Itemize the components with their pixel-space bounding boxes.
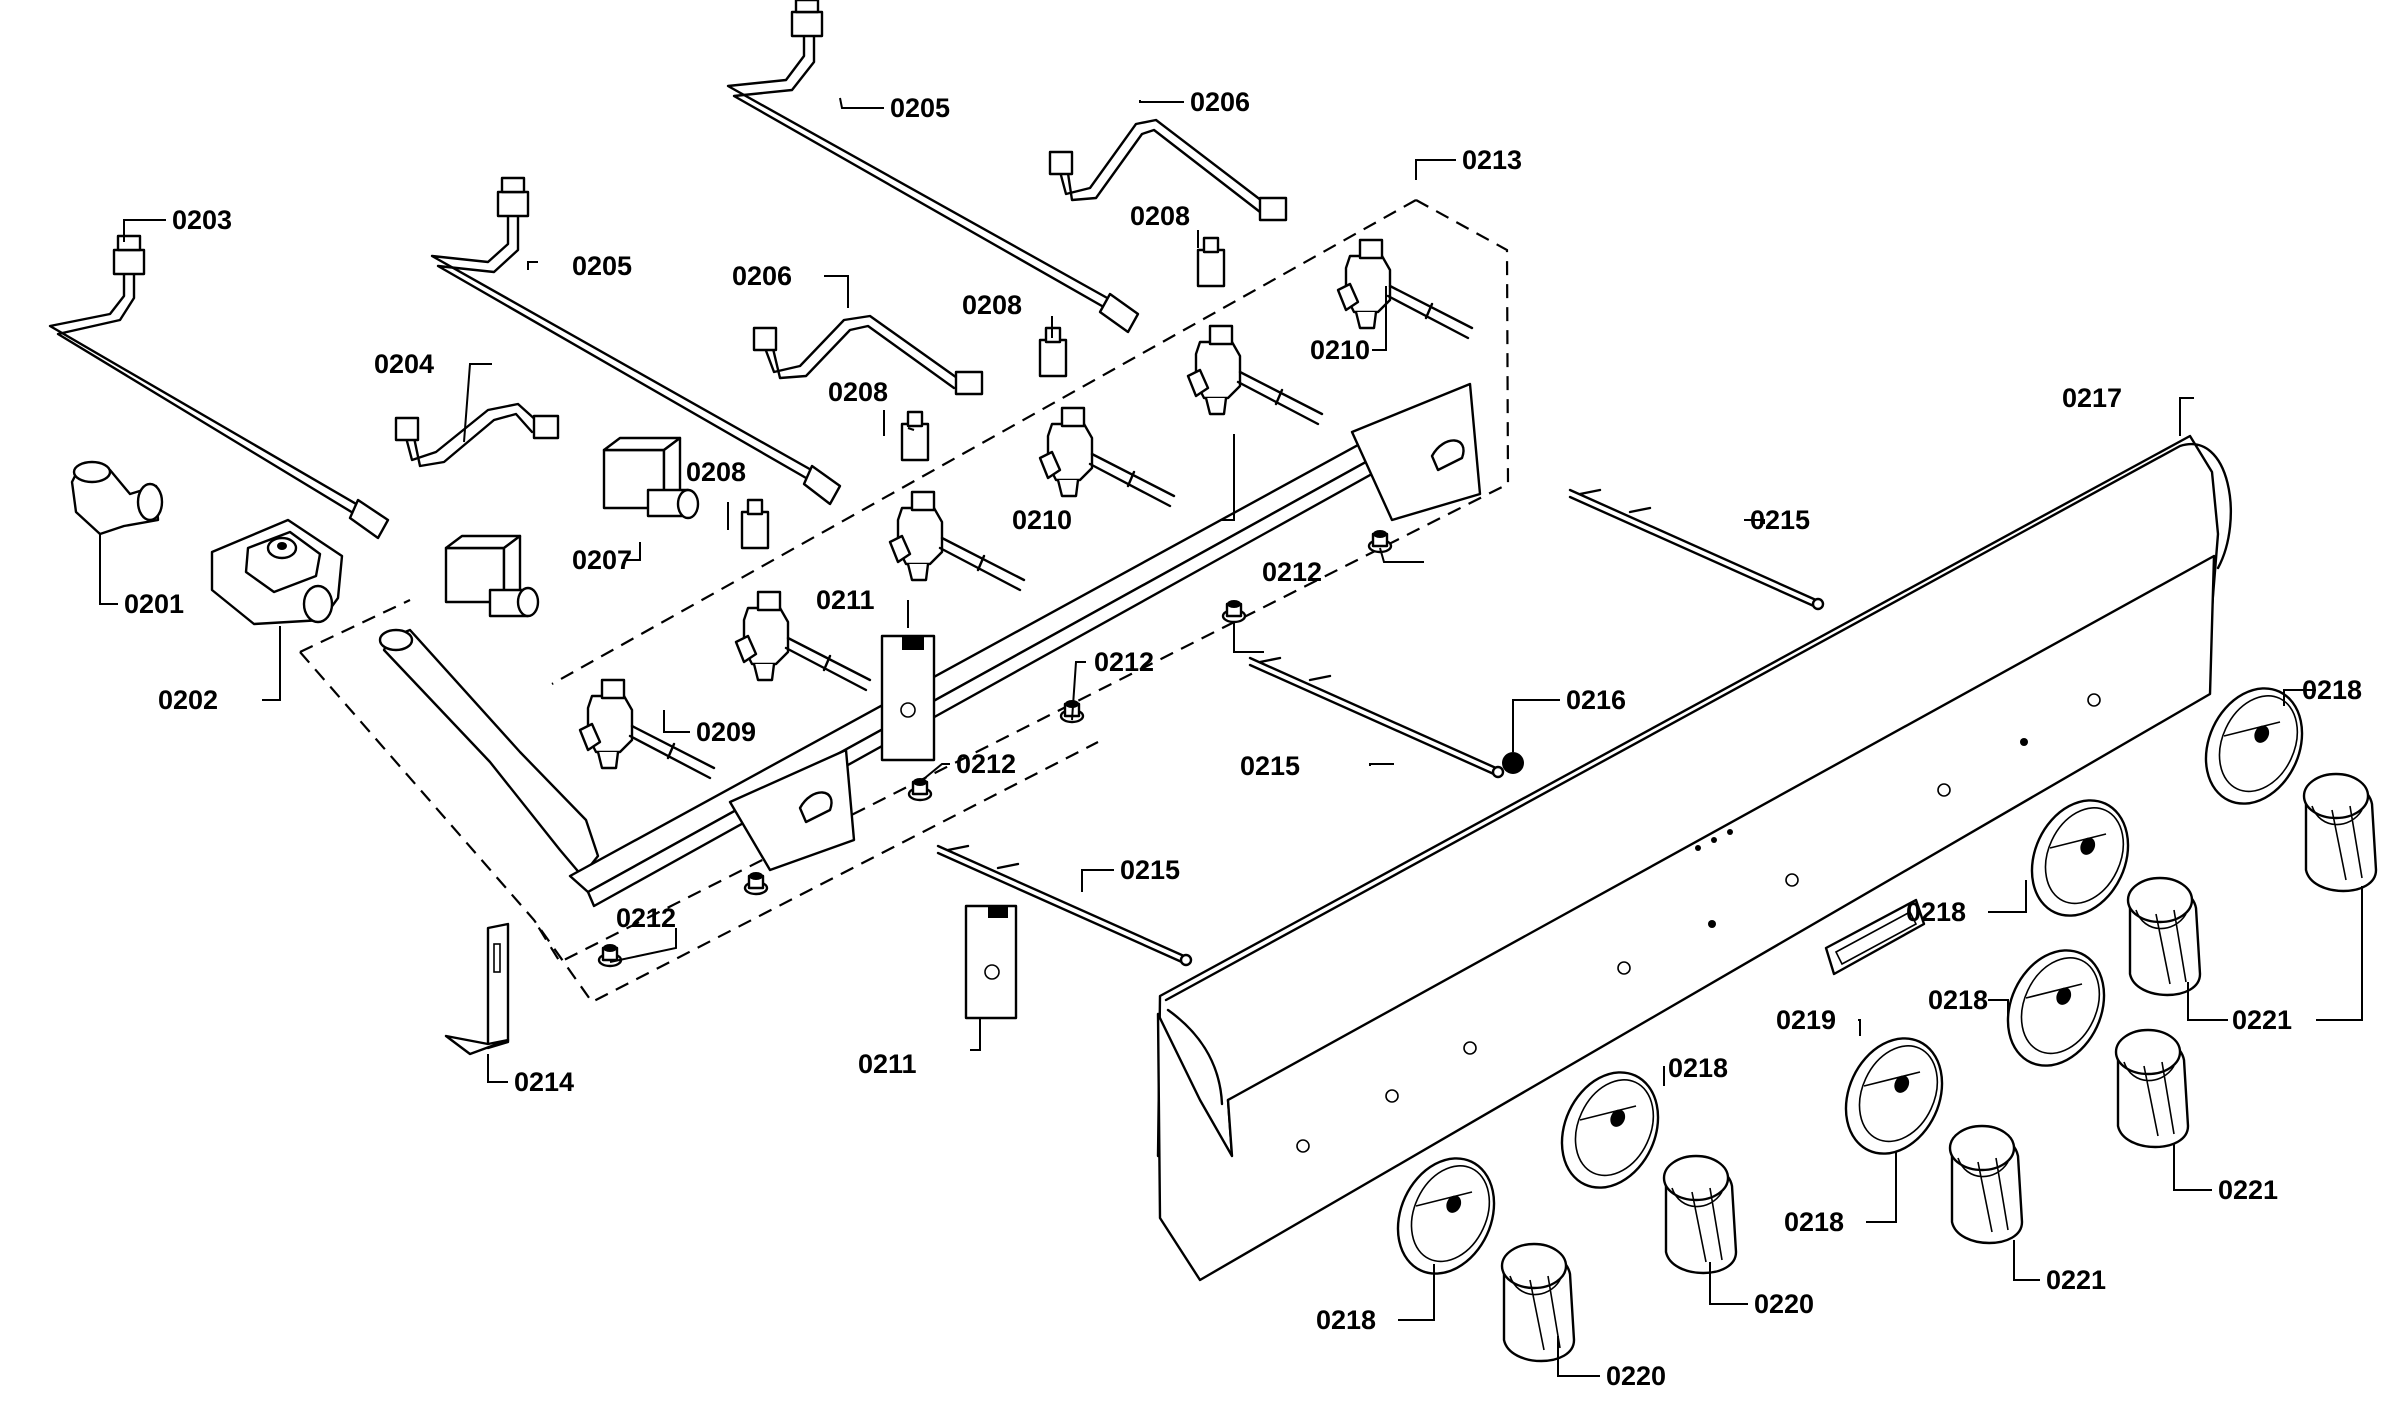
clip-0208-a bbox=[1196, 236, 1226, 288]
control-knob-0220-a bbox=[1500, 1242, 1576, 1363]
tube-0204 bbox=[394, 402, 560, 468]
label-0218-e: 0218 bbox=[1906, 897, 1966, 927]
nut-0212-b bbox=[1221, 598, 1247, 624]
nut-0212-e bbox=[743, 870, 769, 896]
label-0202: 0202 bbox=[158, 685, 218, 715]
label-0221-c: 0221 bbox=[2232, 1005, 2292, 1035]
label-0215-a: 0215 bbox=[1750, 505, 1810, 535]
lower-valve-group-outline bbox=[299, 599, 1099, 1004]
burner-valve-0210-b bbox=[1186, 324, 1324, 426]
label-0218-f: 0218 bbox=[2302, 675, 2362, 705]
clip-0208-d bbox=[740, 498, 770, 550]
backguard-holes bbox=[1296, 693, 2101, 1153]
label-0208-a: 0208 bbox=[1130, 201, 1190, 231]
label-0210-b: 0210 bbox=[1012, 505, 1072, 535]
label-0206-front: 0206 bbox=[732, 261, 792, 291]
label-0215-b: 0215 bbox=[1240, 751, 1300, 781]
gas-manifold-pipe bbox=[378, 628, 600, 878]
label-0212-a: 0212 bbox=[1262, 557, 1322, 587]
burner-valve-0210-d bbox=[888, 490, 1026, 592]
label-0218-c: 0218 bbox=[1784, 1207, 1844, 1237]
solenoid-valve-0207-upper bbox=[602, 436, 700, 520]
label-0218-b: 0218 bbox=[1668, 1053, 1728, 1083]
label-0214: 0214 bbox=[514, 1067, 574, 1097]
control-knob-0221-c bbox=[2126, 876, 2202, 997]
spark-module-0211-lower bbox=[964, 904, 1018, 1020]
label-0215-c: 0215 bbox=[1120, 855, 1180, 885]
switch-0216 bbox=[1502, 752, 1524, 774]
label-0212-c: 0212 bbox=[956, 749, 1016, 779]
part-labels: 0203 0201 0202 0204 0205 0205 0206 0206 … bbox=[124, 87, 2362, 1391]
burner-valve-0210-c bbox=[1038, 406, 1176, 508]
burner-valve-0209-b bbox=[578, 678, 716, 780]
label-0220-b: 0220 bbox=[1754, 1289, 1814, 1319]
control-knob-0221-a bbox=[1948, 1124, 2024, 1245]
indicator-plate-0219 bbox=[1824, 898, 1926, 976]
backguard-panel-0217 bbox=[1156, 434, 2233, 1282]
label-0213: 0213 bbox=[1462, 145, 1522, 175]
label-0212-b: 0212 bbox=[1094, 647, 1154, 677]
label-0208-c: 0208 bbox=[828, 377, 888, 407]
label-0207: 0207 bbox=[572, 545, 632, 575]
tube-0206-rear bbox=[1048, 118, 1288, 222]
label-0204: 0204 bbox=[374, 349, 434, 379]
label-0219: 0219 bbox=[1776, 1005, 1836, 1035]
label-0210-a: 0210 bbox=[1310, 335, 1370, 365]
elbow-fitting-0201 bbox=[70, 460, 164, 536]
label-0221-a: 0221 bbox=[2046, 1265, 2106, 1295]
label-0212-d: 0212 bbox=[616, 903, 676, 933]
label-0220-a: 0220 bbox=[1606, 1361, 1666, 1391]
tube-0203 bbox=[48, 234, 390, 540]
control-knob-0220-b bbox=[1662, 1154, 1738, 1275]
support-bracket-0214 bbox=[444, 922, 510, 1056]
label-0208-d: 0208 bbox=[686, 457, 746, 487]
bezel-ring-0218-b bbox=[1542, 1055, 1678, 1205]
label-0201: 0201 bbox=[124, 589, 184, 619]
control-knob-0221-d bbox=[2302, 772, 2378, 893]
manifold-bracket bbox=[568, 382, 1482, 908]
tube-0206-front bbox=[752, 314, 984, 396]
label-0217: 0217 bbox=[2062, 383, 2122, 413]
label-0221-b: 0221 bbox=[2218, 1175, 2278, 1205]
bezel-ring-0218-c bbox=[1826, 1021, 1962, 1171]
label-0218-d: 0218 bbox=[1928, 985, 1988, 1015]
label-0205-front: 0205 bbox=[572, 251, 632, 281]
tube-0205-rear bbox=[726, 0, 1140, 334]
label-0211-upper: 0211 bbox=[816, 585, 875, 615]
regulator-0202 bbox=[210, 518, 344, 626]
tube-0205-front bbox=[430, 176, 842, 506]
leader-lines bbox=[99, 97, 2363, 1377]
bezel-ring-0218-e bbox=[2012, 783, 2148, 933]
label-0211-lower: 0211 bbox=[858, 1049, 917, 1079]
nut-0212-f bbox=[597, 942, 623, 968]
label-0218-a: 0218 bbox=[1316, 1305, 1376, 1335]
upper-valve-group-outline bbox=[533, 199, 1510, 964]
label-0209: 0209 bbox=[696, 717, 756, 747]
control-knob-0221-b bbox=[2114, 1028, 2190, 1149]
solenoid-valve-0207-lower bbox=[444, 534, 540, 618]
label-0206-rear: 0206 bbox=[1190, 87, 1250, 117]
spark-module-0211-upper bbox=[880, 634, 936, 762]
label-0203: 0203 bbox=[172, 205, 232, 235]
clip-0208-c bbox=[900, 410, 930, 462]
label-0205-rear: 0205 bbox=[890, 93, 950, 123]
burner-valve-0210-a bbox=[1336, 238, 1474, 340]
label-0216: 0216 bbox=[1566, 685, 1626, 715]
label-0208-b: 0208 bbox=[962, 290, 1022, 320]
bezel-ring-0218-d bbox=[1988, 933, 2124, 1083]
